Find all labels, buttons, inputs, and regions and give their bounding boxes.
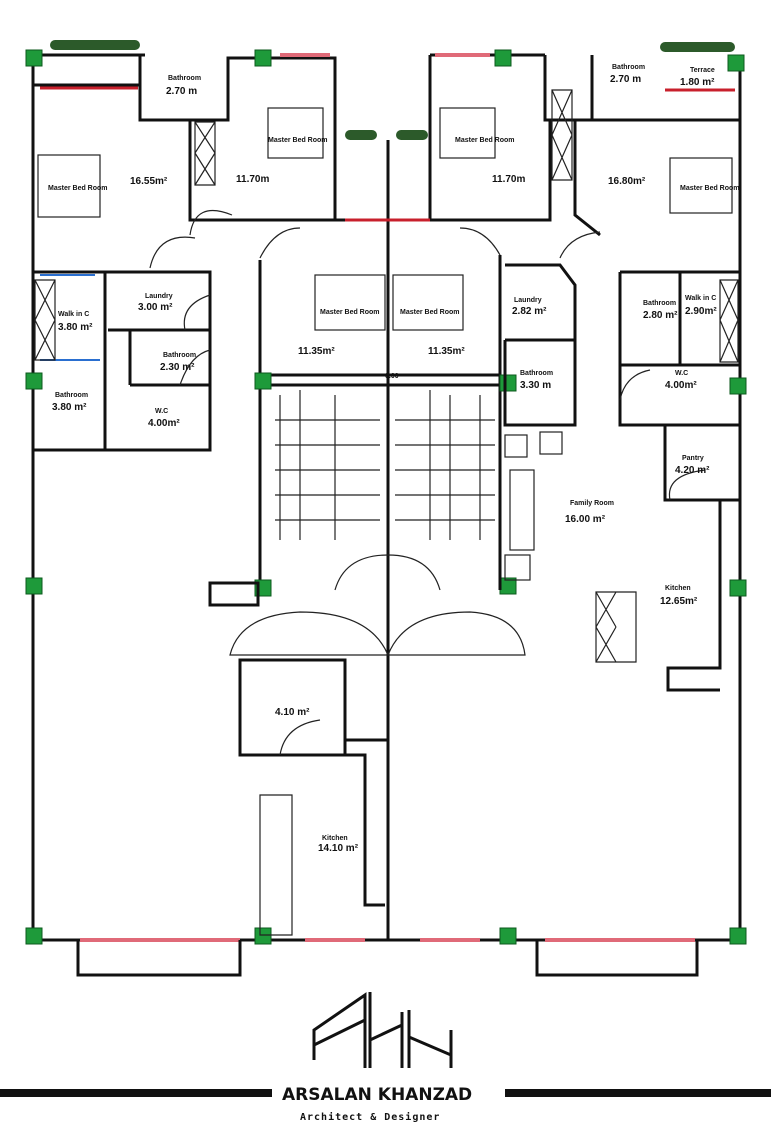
- svg-text:2.80 m²: 2.80 m²: [643, 310, 678, 321]
- stair-treads: [275, 390, 495, 540]
- svg-text:Walk in C: Walk in C: [685, 295, 716, 302]
- structural-columns: [25, 49, 747, 945]
- svg-text:Bathroom: Bathroom: [163, 352, 196, 359]
- svg-text:16.00 m²: 16.00 m²: [565, 514, 606, 525]
- svg-text:11.35m²: 11.35m²: [428, 346, 465, 357]
- planter-icons: [50, 40, 735, 140]
- svg-text:2.30 m²: 2.30 m²: [160, 362, 195, 373]
- svg-text:Terrace: Terrace: [690, 67, 715, 74]
- svg-text:11.70m: 11.70m: [492, 174, 525, 185]
- svg-text:Pantry: Pantry: [682, 455, 704, 462]
- svg-text:14.10 m²: 14.10 m²: [318, 843, 359, 854]
- svg-text:Kitchen: Kitchen: [322, 835, 348, 842]
- svg-text:Laundry: Laundry: [145, 293, 173, 300]
- svg-text:2.82 m²: 2.82 m²: [512, 306, 547, 317]
- svg-text:Master Bed Room: Master Bed Room: [400, 309, 460, 316]
- svg-text:Bathroom: Bathroom: [168, 75, 201, 82]
- logo-bar-left: [0, 1089, 272, 1097]
- svg-text:4.00m²: 4.00m²: [665, 380, 697, 391]
- svg-text:Family Room: Family Room: [570, 500, 614, 507]
- svg-text:W.C: W.C: [155, 408, 168, 415]
- center-dimension: 6.00: [385, 373, 399, 380]
- svg-text:11.70m: 11.70m: [236, 174, 269, 185]
- svg-text:3.80 m²: 3.80 m²: [52, 402, 87, 413]
- svg-text:3.80 m²: 3.80 m²: [58, 322, 93, 333]
- svg-text:Master Bed Room: Master Bed Room: [680, 185, 740, 192]
- svg-text:3.00 m²: 3.00 m²: [138, 302, 173, 313]
- brand-name: ARSALAN KHANZAD: [282, 1085, 472, 1105]
- svg-text:Master Bed Room: Master Bed Room: [455, 137, 515, 144]
- svg-text:2.90m²: 2.90m²: [685, 306, 717, 317]
- akh-monogram-logo: [312, 992, 453, 1068]
- svg-text:4.00m²: 4.00m²: [148, 418, 180, 429]
- svg-text:16.80m²: 16.80m²: [608, 176, 646, 187]
- svg-text:Kitchen: Kitchen: [665, 585, 691, 592]
- interior-walls: [33, 263, 740, 977]
- svg-text:W.C: W.C: [675, 370, 688, 377]
- svg-text:12.65m²: 12.65m²: [660, 596, 698, 607]
- svg-text:4.20 m²: 4.20 m²: [675, 465, 710, 476]
- svg-text:Master Bed Room: Master Bed Room: [268, 137, 328, 144]
- svg-text:Bathroom: Bathroom: [643, 300, 676, 307]
- svg-text:Laundry: Laundry: [514, 297, 542, 304]
- svg-text:Bathroom: Bathroom: [612, 64, 645, 71]
- svg-text:Bathroom: Bathroom: [55, 392, 88, 399]
- brand-tagline: Architect & Designer: [300, 1111, 440, 1123]
- right-unit-labels: Master Bed Room 11.70m Bathroom 2.70 m T…: [400, 64, 740, 607]
- furniture: [34, 89, 739, 663]
- svg-text:11.35m²: 11.35m²: [298, 346, 335, 357]
- svg-text:Walk in C: Walk in C: [58, 311, 89, 318]
- svg-text:4.10 m²: 4.10 m²: [275, 707, 310, 718]
- svg-text:Bathroom: Bathroom: [520, 370, 553, 377]
- exterior-walls: [31, 53, 742, 942]
- svg-text:Master Bed Room: Master Bed Room: [48, 185, 108, 192]
- svg-text:2.70 m: 2.70 m: [166, 86, 197, 97]
- left-unit-labels: Bathroom 2.70 m Master Bed Room 16.55m² …: [48, 75, 380, 854]
- door-swings: [149, 209, 706, 756]
- svg-text:16.55m²: 16.55m²: [130, 176, 168, 187]
- svg-text:1.80 m²: 1.80 m²: [680, 77, 715, 88]
- svg-text:Master Bed Room: Master Bed Room: [320, 309, 380, 316]
- svg-text:3.30 m: 3.30 m: [520, 380, 551, 391]
- logo-bar-right: [505, 1089, 771, 1097]
- svg-text:2.70 m: 2.70 m: [610, 74, 641, 85]
